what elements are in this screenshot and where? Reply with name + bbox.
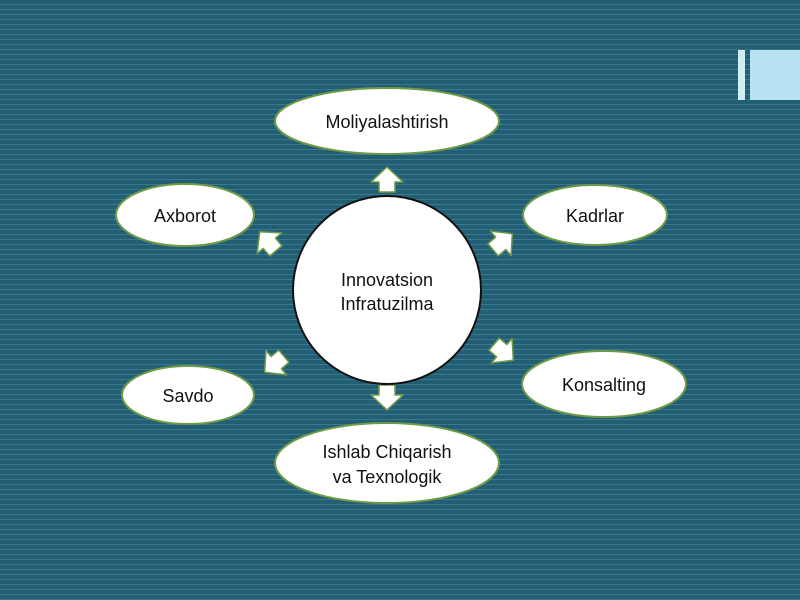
node-ishlab-chiqarish-label-line-1: Ishlab Chiqarish xyxy=(322,442,451,462)
node-savdo-shape xyxy=(121,365,255,425)
node-ishlab-chiqarish-shape xyxy=(274,422,500,504)
node-savdo-label: Savdo xyxy=(162,386,213,406)
node-konsalting: Konsalting xyxy=(521,350,687,418)
node-konsalting-shape xyxy=(521,350,687,418)
arrow-group xyxy=(256,166,515,411)
node-axborot: Axborot xyxy=(115,183,255,247)
node-moliyalashtirish: Moliyalashtirish xyxy=(274,87,500,155)
node-savdo: Savdo xyxy=(121,365,255,425)
node-konsalting-label: Konsalting xyxy=(562,375,646,395)
arrow-to-savdo xyxy=(263,349,290,376)
hub-circle xyxy=(292,195,482,385)
arrow-to-axborot xyxy=(256,230,283,257)
node-axborot-label: Axborot xyxy=(154,206,216,226)
node-ishlab-chiqarish-label-line-2: va Texnologik xyxy=(333,467,443,487)
corner-decoration-block xyxy=(750,50,800,100)
node-moliyalashtirish-shape xyxy=(274,87,500,155)
node-axborot-shape xyxy=(115,183,255,247)
hub-label-line-1: Innovatsion xyxy=(341,270,433,290)
node-kadrlar: Kadrlar xyxy=(522,184,668,246)
arrow-to-kadrlar xyxy=(487,230,514,257)
node-kadrlar-shape xyxy=(522,184,668,246)
corner-decoration xyxy=(736,50,800,100)
hub-node: Innovatsion Infratuzilma xyxy=(292,195,482,385)
arrow-to-konsalting xyxy=(488,337,515,364)
arrow-to-moliyalashtirish xyxy=(370,166,404,193)
corner-decoration-bar xyxy=(738,50,745,100)
hub-label-line-2: Infratuzilma xyxy=(340,294,434,314)
node-ishlab-chiqarish: Ishlab Chiqarish va Texnologik xyxy=(274,422,500,504)
node-moliyalashtirish-label: Moliyalashtirish xyxy=(325,112,448,132)
node-kadrlar-label: Kadrlar xyxy=(566,206,624,226)
arrow-to-ishlab-chiqarish xyxy=(370,384,404,411)
